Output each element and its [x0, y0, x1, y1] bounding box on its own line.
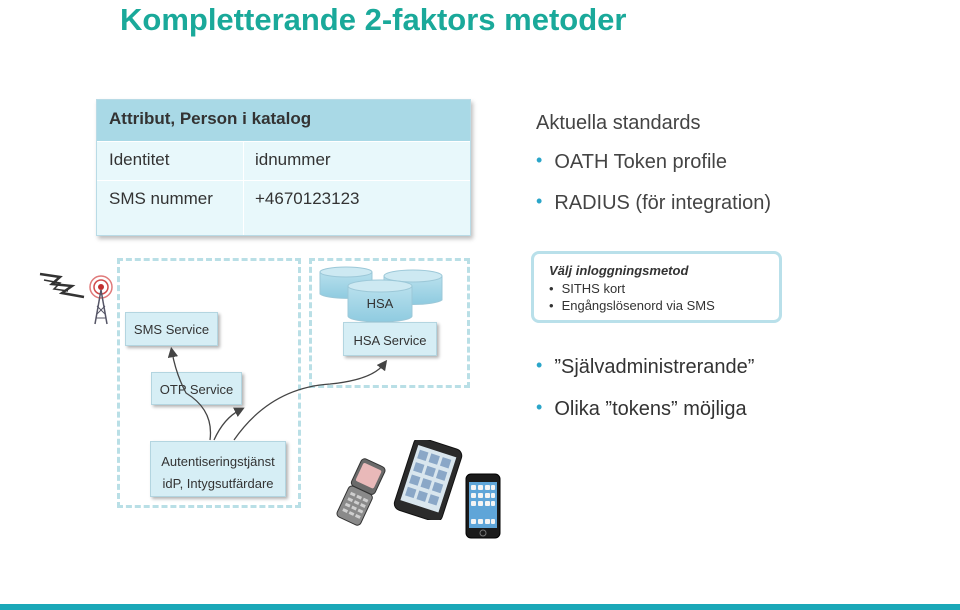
- login-method-item: • Engångslösenord via SMS: [549, 298, 715, 313]
- auth-service-sublabel: idP, Intygsutfärdare: [162, 476, 274, 491]
- auth-service-box: Autentiseringstjänst idP, Intygsutfärdar…: [150, 441, 286, 497]
- arrow-hsa: [233, 359, 388, 441]
- bullet-icon: •: [549, 298, 554, 313]
- service-group-hsa: [309, 258, 470, 388]
- login-method-item: • SITHS kort: [549, 281, 625, 296]
- table-cell-label: SMS nummer: [109, 189, 213, 208]
- smartphone-icon: [393, 440, 463, 520]
- feature-item-label: ”Självadministrerande”: [554, 356, 755, 378]
- otp-service-label: OTP Service: [159, 382, 234, 397]
- service-group-left: [117, 258, 301, 508]
- hsa-service-label: HSA Service: [353, 333, 427, 348]
- hsa-database-label: HSA: [366, 296, 394, 311]
- login-method-item-label: SITHS kort: [561, 281, 626, 296]
- lightning-icon: [39, 272, 85, 299]
- attribute-table-header: Attribut, Person i katalog: [97, 100, 470, 141]
- table-cell-value: +4670123123: [255, 189, 360, 208]
- feature-item: • Olika ”tokens” möjliga: [536, 397, 747, 421]
- standards-item-label: RADIUS (för integration): [554, 192, 772, 214]
- standards-heading: Aktuella standards: [536, 112, 701, 134]
- login-method-box: Välj inloggningsmetod • SITHS kort • Engån…: [531, 251, 782, 323]
- attribute-table: Attribut, Person i katalog Identitet idn…: [96, 99, 471, 236]
- standards-item: • RADIUS (för integration): [536, 191, 772, 215]
- sms-service-box: SMS Service: [125, 312, 218, 346]
- bullet-icon: •: [549, 281, 554, 296]
- otp-service-box: OTP Service: [151, 372, 242, 405]
- auth-service-label: Autentiseringstjänst: [161, 454, 275, 469]
- database-icon: [319, 266, 443, 323]
- table-row: SMS nummer +4670123123: [97, 180, 470, 220]
- radio-tower-icon: [89, 275, 113, 325]
- attribute-table-title: Attribut, Person i katalog: [109, 109, 312, 128]
- feature-item-label: Olika ”tokens” möjliga: [554, 398, 747, 420]
- table-cell-value: idnummer: [255, 150, 331, 169]
- sms-service-label: SMS Service: [133, 322, 210, 337]
- hsa-service-box: HSA Service: [343, 322, 437, 356]
- table-cell-label: Identitet: [109, 150, 170, 169]
- iphone-icon: [465, 473, 501, 539]
- page-title: Kompletterande 2-faktors metoder: [120, 2, 627, 37]
- bullet-icon: •: [536, 355, 543, 375]
- standards-item-label: OATH Token profile: [554, 151, 727, 173]
- login-method-title: Välj inloggningsmetod: [549, 263, 689, 278]
- bullet-icon: •: [536, 191, 543, 211]
- bullet-icon: •: [536, 150, 543, 170]
- arrow-otp: [213, 407, 245, 441]
- table-row: Identitet idnummer: [97, 141, 470, 181]
- login-method-item-label: Engångslösenord via SMS: [561, 298, 715, 313]
- table-divider: [243, 141, 244, 235]
- flip-phone-icon: [336, 458, 386, 526]
- bottom-accent-bar: [0, 604, 960, 610]
- standards-item: • OATH Token profile: [536, 150, 727, 174]
- feature-item: • ”Självadministrerande”: [536, 355, 755, 379]
- bullet-icon: •: [536, 397, 543, 417]
- arrow-sms: [167, 346, 212, 441]
